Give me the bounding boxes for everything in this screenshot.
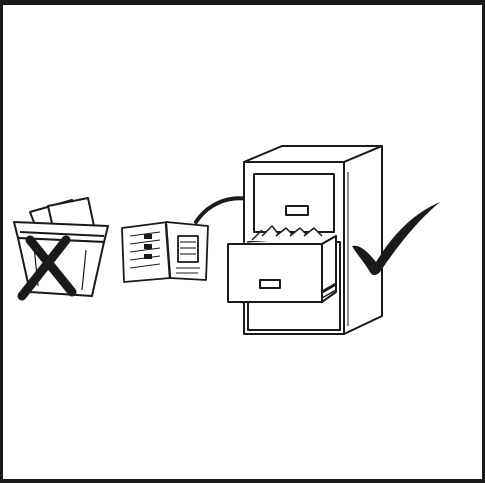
folded-documents-icon [122,222,208,282]
open-file-cabinet-icon [228,146,382,334]
